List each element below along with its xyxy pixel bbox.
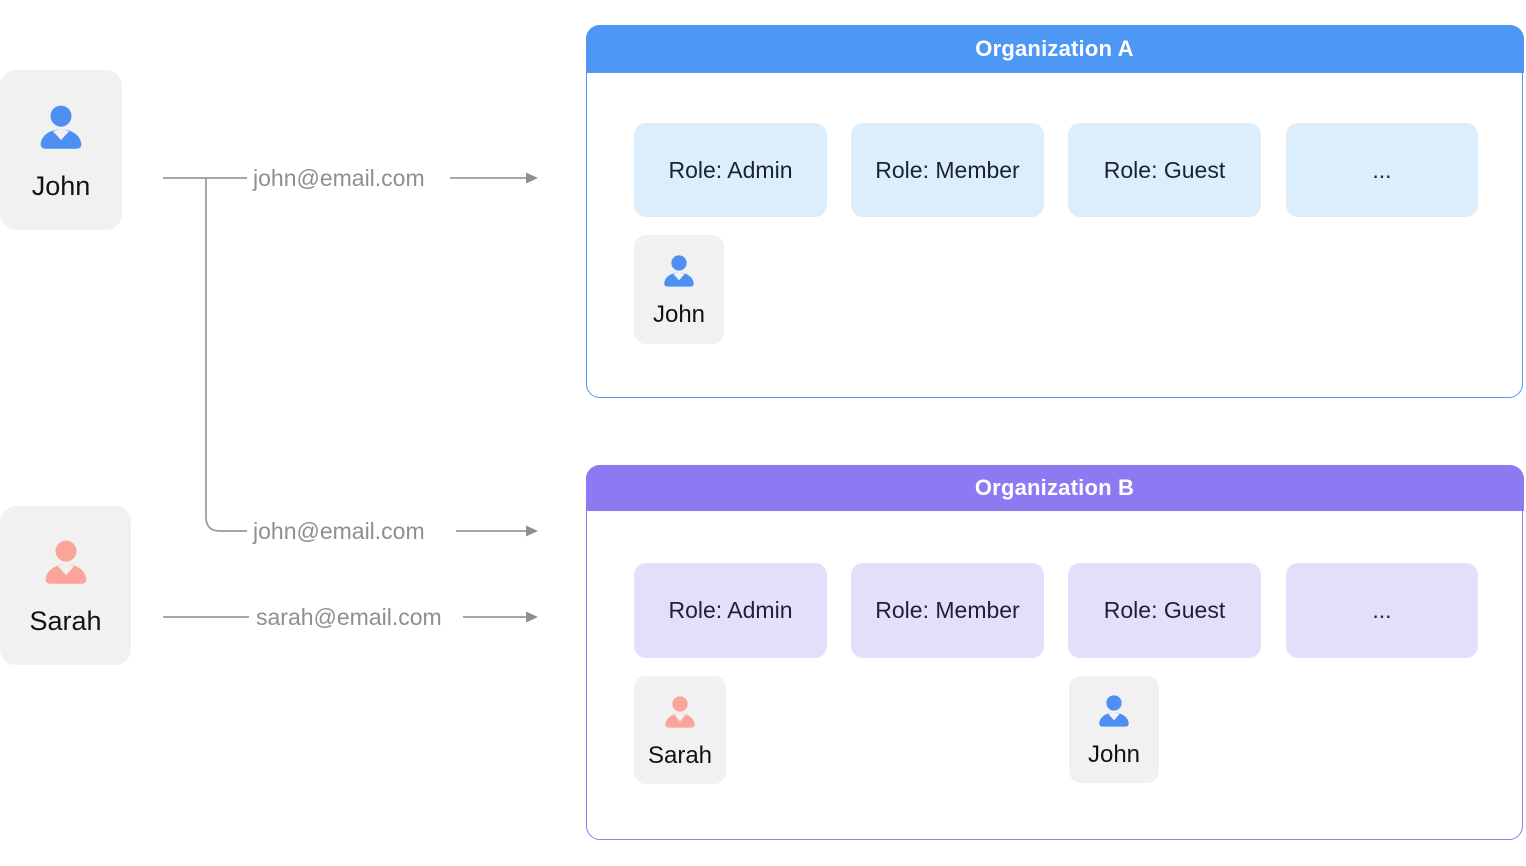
- user-icon: [40, 105, 82, 149]
- organization-a-title: Organization A: [975, 35, 1134, 61]
- user-card-sarah: Sarah: [0, 506, 131, 665]
- role-box-more: ...: [1286, 563, 1478, 658]
- user-icon: [45, 540, 86, 584]
- organization-a-container: Organization A Role: Admin Role: Member …: [585, 24, 1524, 398]
- role-box-member: Role: Member: [851, 563, 1044, 658]
- member-name: Sarah: [647, 741, 713, 769]
- member-name: John: [1087, 741, 1141, 768]
- user-icon: [1099, 695, 1129, 727]
- role-box-guest: Role: Guest: [1068, 123, 1261, 217]
- email-label-john-a: john@email.com: [253, 165, 425, 191]
- member-card-john: John: [634, 235, 724, 344]
- organization-b-header: Organization B: [585, 464, 1524, 511]
- user-icon: [664, 255, 694, 287]
- role-box-admin: Role: Admin: [634, 563, 827, 658]
- user-icon: [665, 695, 695, 728]
- role-box-guest: Role: Guest: [1068, 563, 1261, 658]
- member-card-john: John: [1069, 676, 1159, 783]
- member-name: John: [652, 301, 706, 328]
- organization-a-header: Organization A: [585, 24, 1524, 73]
- email-label-john-b: john@email.com: [253, 518, 425, 544]
- organization-b-container: Organization B Role: Admin Role: Member …: [585, 464, 1524, 840]
- organization-b-title: Organization B: [974, 474, 1135, 500]
- role-box-admin: Role: Admin: [634, 123, 827, 217]
- user-card-john: John: [0, 70, 122, 230]
- member-card-sarah: Sarah: [634, 676, 726, 784]
- user-name: Sarah: [29, 606, 102, 636]
- email-label-sarah-b: sarah@email.com: [256, 604, 442, 630]
- role-box-member: Role: Member: [851, 123, 1044, 217]
- role-box-more: ...: [1286, 123, 1478, 217]
- user-name: John: [31, 170, 91, 201]
